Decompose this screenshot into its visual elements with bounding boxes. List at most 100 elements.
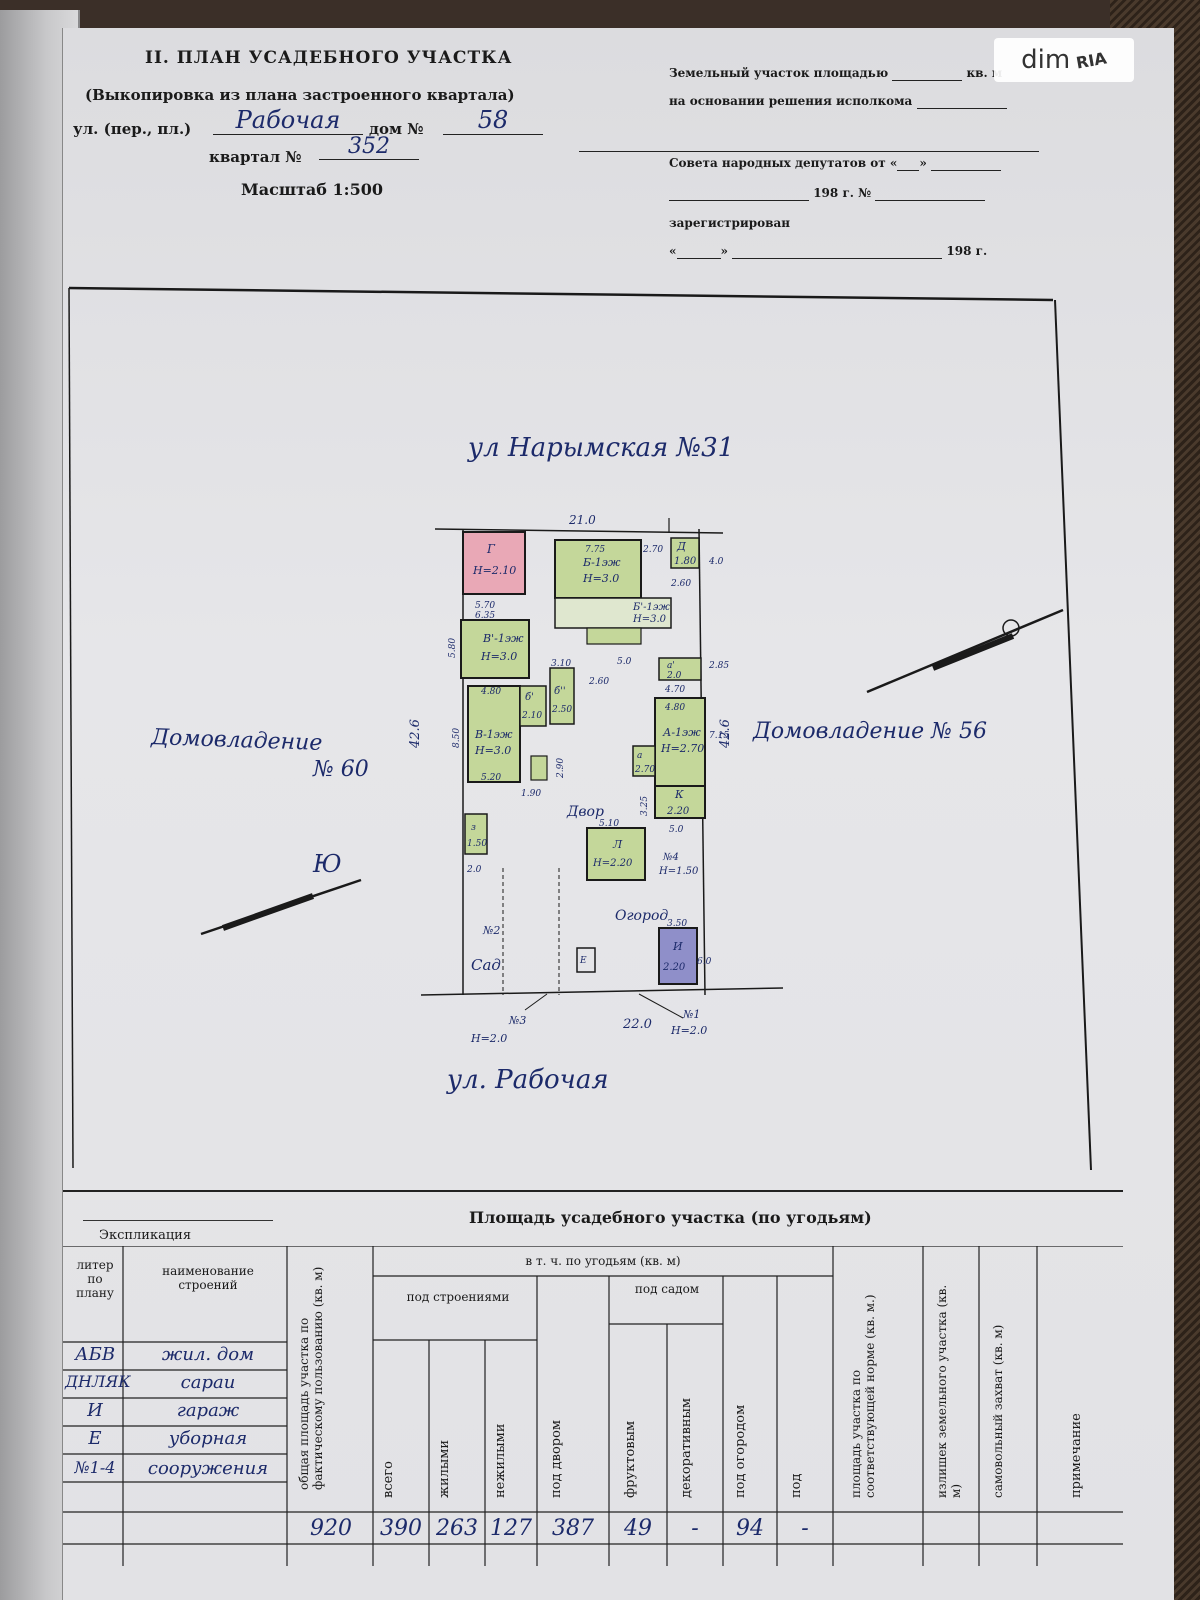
building-v1 xyxy=(460,619,530,679)
north-label: Ю xyxy=(312,850,342,878)
neighbor-right: Домовладение № 56 xyxy=(752,719,987,744)
col-living: жилыми xyxy=(437,1439,452,1498)
col-name: наименование строений xyxy=(162,1264,254,1292)
dim-k-w: 5.0 xyxy=(669,825,684,835)
building-z2 xyxy=(586,627,642,645)
building-i-label: И xyxy=(672,940,683,953)
explication-title: Экспликация xyxy=(99,1228,192,1243)
building-d xyxy=(670,537,700,569)
dim-v-w2: 5.20 xyxy=(481,773,501,783)
dim-g-w: 5.70 xyxy=(475,601,495,611)
row-letter-3: Е xyxy=(88,1428,102,1449)
row-letter-1: ДНЛЯК xyxy=(65,1372,131,1391)
structure-n1: №1 xyxy=(682,1008,700,1021)
row-name-3: уборная xyxy=(168,1428,248,1449)
row-letter-2: И xyxy=(87,1400,103,1421)
building-e2 xyxy=(549,667,575,725)
building-a1 xyxy=(632,745,656,777)
dim-v-side: 1.90 xyxy=(521,789,541,799)
building-z-label: з xyxy=(471,823,476,833)
building-l xyxy=(586,827,646,881)
value-total: 920 xyxy=(310,1516,352,1541)
house-value: 58 xyxy=(443,106,543,135)
neighbor-left-1: Домовладение xyxy=(150,725,323,756)
building-l-height: Н=2.20 xyxy=(592,858,633,869)
dim-b-w: 7.75 xyxy=(585,545,605,555)
building-g-height: Н=2.10 xyxy=(472,564,516,577)
col-letter: литер по плану xyxy=(76,1258,114,1300)
col-yard: под двором xyxy=(549,1419,564,1498)
col-norm: площадь участка по соответствующей норме… xyxy=(849,1294,877,1498)
dim-g-w2: 6.35 xyxy=(475,611,495,621)
row-letter-4: №1-4 xyxy=(74,1458,116,1477)
scale: Масштаб 1:500 xyxy=(241,180,383,199)
building-b-height: Н=3.0 xyxy=(582,572,619,585)
area-table xyxy=(63,1246,1123,1566)
dim-b2: 2.90 xyxy=(556,758,566,779)
building-e1-label: б' xyxy=(525,692,534,703)
dim-v-w: 4.80 xyxy=(480,687,501,697)
reg-line5: « » 198 г. xyxy=(669,244,988,259)
building-a-label: А-1эж xyxy=(662,726,701,739)
building-v-label: В-1эж xyxy=(474,728,513,741)
col-by-land: в т. ч. по угодьям (кв. м) xyxy=(525,1254,681,1268)
col-excess: излишек земельного участка (кв. м) xyxy=(935,1284,963,1498)
watermark-text: dim xyxy=(1021,45,1071,75)
watermark-ria: RIA xyxy=(1074,47,1109,73)
building-b1 xyxy=(554,597,672,629)
building-a1-label: а xyxy=(637,751,642,761)
dim-vb: 2.60 xyxy=(588,677,609,687)
building-e-label: Е xyxy=(579,956,587,966)
dim-l-w: 5.10 xyxy=(599,819,619,829)
dim-left: 42.6 xyxy=(408,719,423,749)
col-seized: самовольный захват (кв. м) xyxy=(991,1324,1005,1498)
arrow-east xyxy=(866,608,1064,694)
dim-d-w: 2.70 xyxy=(642,545,663,555)
col-nonliving: нежилыми xyxy=(493,1423,508,1498)
building-a2-height: 2.0 xyxy=(666,671,682,681)
label-dvor: Двор xyxy=(566,804,604,820)
building-d-height: 1.80 xyxy=(674,556,697,567)
building-b1-height: Н=3.0 xyxy=(632,614,667,625)
building-e1 xyxy=(519,685,547,727)
col-veg: под огородом xyxy=(733,1404,748,1498)
building-a xyxy=(654,697,706,787)
building-e2-label: б'' xyxy=(554,686,566,697)
building-v xyxy=(467,685,521,783)
dim-r4: 6.0 xyxy=(697,957,712,967)
value-all: 390 xyxy=(380,1516,422,1541)
row-name-1: сараи xyxy=(180,1372,236,1393)
value-veg: 94 xyxy=(736,1516,764,1541)
reg-line2: на основании решения исполкома xyxy=(669,94,1007,109)
row-name-0: жил. дом xyxy=(161,1344,255,1365)
subtitle: (Выкопировка из плана застроенного кварт… xyxy=(85,86,515,104)
value-under: - xyxy=(801,1516,809,1541)
dim-v-h: 5.80 xyxy=(448,638,458,658)
building-g xyxy=(462,531,526,595)
building-a1-height: 2.70 xyxy=(634,765,655,775)
value-nonliving: 127 xyxy=(490,1516,532,1541)
structure-n3-height: Н=2.0 xyxy=(470,1032,507,1045)
street-bottom: ул. Рабочая xyxy=(446,1065,609,1095)
value-fruit: 49 xyxy=(624,1516,652,1541)
dim-a-w2: 4.70 xyxy=(664,685,685,695)
building-small-v xyxy=(530,755,548,781)
section-title: II. ПЛАН УСАДЕБНОГО УЧАСТКА xyxy=(145,48,513,68)
col-total: общая площадь участка по фактическому по… xyxy=(297,1266,325,1490)
row-letter-0: АБВ xyxy=(74,1344,116,1365)
street-value: Рабочая xyxy=(213,106,363,135)
col-under: под xyxy=(789,1473,804,1499)
building-v-height: Н=3.0 xyxy=(474,744,511,757)
dim-r3: 7.15 xyxy=(709,731,729,741)
dim-d-h: 2.60 xyxy=(670,579,691,589)
col-decor: декоративным xyxy=(679,1397,694,1498)
row-name-4: сооружения xyxy=(147,1458,269,1479)
dim-vb3: 3.10 xyxy=(551,659,571,669)
building-z-height: 1.50 xyxy=(467,839,487,849)
structure-n2: №2 xyxy=(482,924,500,937)
street-top: ул Нарымская №31 xyxy=(467,433,734,463)
reg-registered: зарегистрирован xyxy=(669,216,791,230)
dim-vb2: 5.0 xyxy=(617,657,632,667)
building-b-label: Б-1эж xyxy=(582,556,621,569)
dim-e-w: 2.0 xyxy=(466,865,482,875)
